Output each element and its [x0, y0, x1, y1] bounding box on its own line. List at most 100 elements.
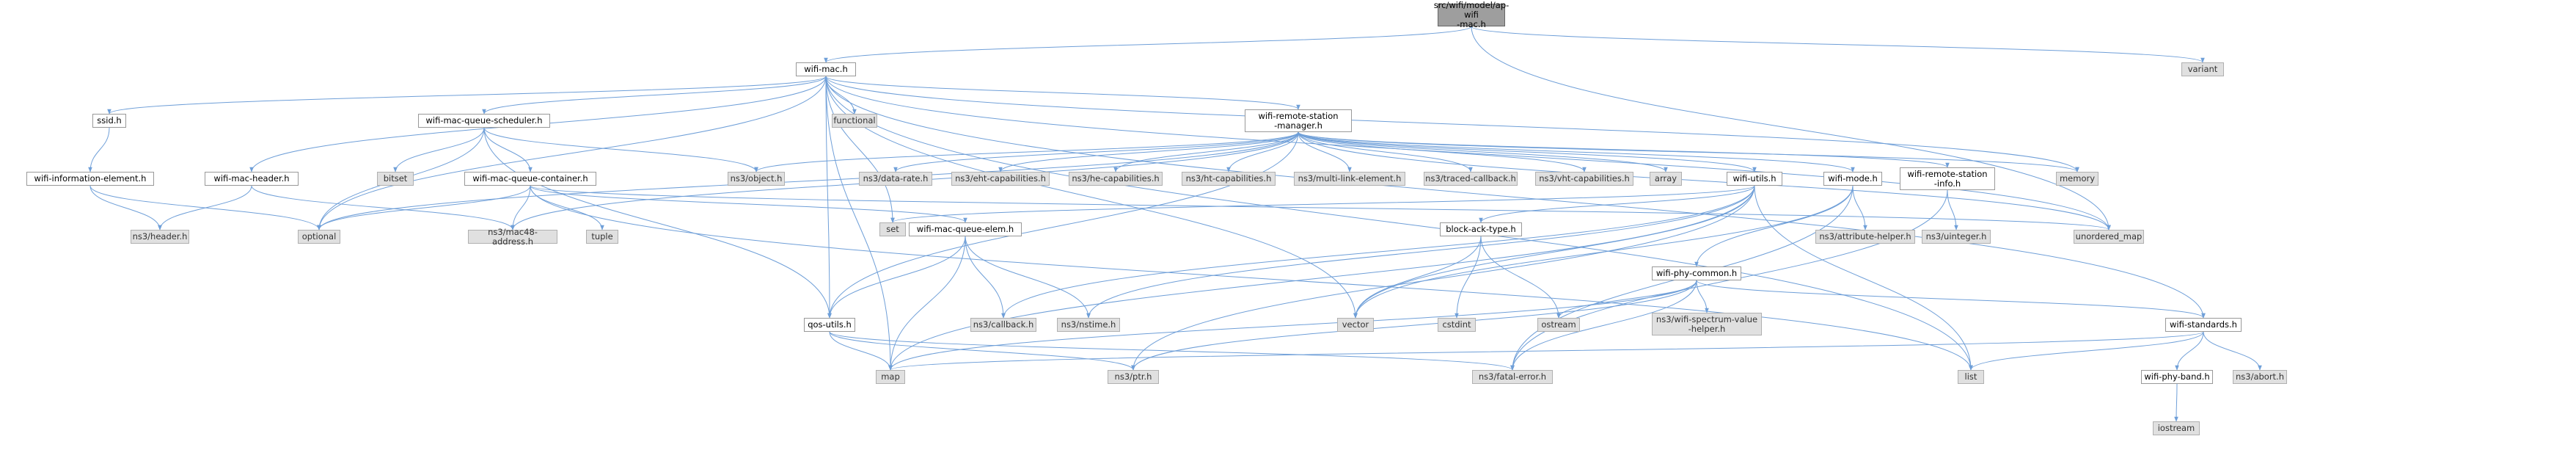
node-ns3-callback[interactable]: ns3/callback.h — [970, 318, 1036, 332]
node-variant[interactable]: variant — [2181, 62, 2224, 76]
node-qos-utils[interactable]: qos-utils.h — [804, 318, 855, 332]
node-iostream[interactable]: iostream — [2153, 421, 2200, 435]
edge-wifi-mac-queue-elem-to-qos-utils — [827, 236, 966, 319]
edge-wifi-standards-to-ns3-abort — [2203, 331, 2262, 371]
edge-wifi-remote-station-manager-to-wifi-utils — [1298, 131, 1757, 173]
edge-wifi-utils-to-ns3-ptr — [1131, 185, 1755, 371]
edge-wifi-remote-station-manager-to-ns3-vht-capabilities — [1298, 131, 1587, 173]
node-ns3-data-rate[interactable]: ns3/data-rate.h — [859, 172, 932, 186]
edge-wifi-remote-station-manager-to-unordered-map — [1298, 131, 2111, 231]
node-block-ack-type[interactable]: block-ack-type.h — [1440, 222, 1522, 236]
node-ns3-vht-capabilities[interactable]: ns3/vht-capabilities.h — [1535, 172, 1633, 186]
node-list[interactable]: list — [1958, 370, 1984, 384]
edge-wifi-phy-band-to-iostream — [2174, 383, 2178, 422]
edge-qos-utils-to-ns3-fatal-error — [829, 331, 1515, 371]
node-ns3-multi-link-element[interactable]: ns3/multi-link-element.h — [1294, 172, 1405, 186]
node-wifi-information-element[interactable]: wifi-information-element.h — [26, 172, 154, 186]
edge-wifi-mac-queue-scheduler-to-wifi-mac-queue-container — [483, 127, 533, 173]
node-array[interactable]: array — [1650, 172, 1682, 186]
edge-wifi-remote-station-manager-to-ns3-multi-link-element — [1298, 131, 1352, 173]
node-ns3-abort[interactable]: ns3/abort.h — [2233, 370, 2287, 384]
edge-wifi-mac-to-map — [825, 76, 893, 371]
edge-wifi-remote-station-manager-to-ns3-he-capabilities — [1113, 131, 1299, 173]
edge-wifi-utils-to-ns3-callback — [1001, 185, 1755, 319]
node-ns3-header[interactable]: ns3/header.h — [131, 230, 189, 244]
node-wifi-remote-station-manager[interactable]: wifi-remote-station -manager.h — [1245, 109, 1352, 132]
node-ns3-traced-callback[interactable]: ns3/traced-callback.h — [1424, 172, 1518, 186]
node-ns3-object[interactable]: ns3/object.h — [728, 172, 785, 186]
node-cstdint[interactable]: cstdint — [1438, 318, 1476, 332]
edge-wifi-mac-queue-container-to-list — [530, 185, 1973, 371]
edge-wifi-mac-to-wifi-standards — [825, 76, 2206, 319]
node-functional[interactable]: functional — [832, 114, 877, 128]
edge-wifi-remote-station-manager-to-qos-utils — [827, 131, 1299, 319]
node-ssid[interactable]: ssid.h — [92, 114, 126, 128]
edge-wifi-remote-station-manager-to-ns3-eht-capabilities — [998, 131, 1299, 173]
node-root-file[interactable]: src/wifi/model/ap-wifi -mac.h — [1433, 0, 1510, 29]
dependency-edges — [88, 26, 2262, 422]
node-wifi-phy-band[interactable]: wifi-phy-band.h — [2141, 370, 2213, 384]
node-wifi-utils[interactable]: wifi-utils.h — [1727, 172, 1782, 186]
edge-wifi-mode-to-wifi-phy-common — [1694, 185, 1854, 267]
edge-wifi-utils-to-list — [1754, 185, 1973, 371]
node-ns3-ptr[interactable]: ns3/ptr.h — [1108, 370, 1159, 384]
edge-wifi-mac-to-wifi-mac-queue-scheduler — [482, 76, 827, 115]
node-ns3-nstime[interactable]: ns3/nstime.h — [1057, 318, 1120, 332]
node-wifi-mac-queue-container[interactable]: wifi-mac-queue-container.h — [464, 172, 596, 186]
edge-wifi-utils-to-ns3-nstime — [1086, 185, 1755, 319]
edge-wifi-utils-to-set — [890, 185, 1755, 223]
edge-wifi-phy-common-to-map — [888, 280, 1697, 371]
node-wifi-mac[interactable]: wifi-mac.h — [796, 62, 856, 76]
edge-wifi-phy-common-to-ns3-fatal-error — [1510, 280, 1697, 371]
edge-wifi-remote-station-manager-to-optional — [317, 131, 1299, 231]
node-ns3-eht-capabilities[interactable]: ns3/eht-capabilities.h — [951, 172, 1050, 186]
node-optional[interactable]: optional — [298, 230, 340, 244]
edge-wifi-remote-station-manager-to-ns3-traced-callback — [1298, 131, 1473, 173]
edge-wifi-mac-queue-container-to-ns3-mac48-address — [511, 185, 531, 231]
node-unordered-map[interactable]: unordered_map — [2074, 230, 2144, 244]
edge-wifi-standards-to-map — [888, 331, 2204, 371]
edge-wifi-remote-station-manager-to-ns3-data-rate — [893, 131, 1299, 173]
edge-wifi-mac-header-to-ns3-header — [158, 185, 252, 231]
edge-wifi-utils-to-map — [888, 185, 1755, 371]
edge-qos-utils-to-map — [829, 331, 893, 371]
edge-wifi-mac-queue-elem-to-map — [888, 236, 966, 371]
node-ns3-mac48-address[interactable]: ns3/mac48-address.h — [468, 227, 557, 246]
edge-block-ack-type-to-cstdint — [1455, 236, 1482, 319]
node-wifi-mac-header[interactable]: wifi-mac-header.h — [205, 172, 299, 186]
node-ns3-attribute-helper[interactable]: ns3/attribute-helper.h — [1815, 230, 1915, 244]
edge-wifi-remote-station-info-to-ns3-uinteger — [1947, 189, 1958, 231]
edge-wifi-mac-queue-elem-to-ns3-callback — [965, 236, 1006, 319]
node-set[interactable]: set — [879, 222, 906, 236]
node-tuple[interactable]: tuple — [586, 230, 618, 244]
node-ns3-ht-capabilities[interactable]: ns3/ht-capabilities.h — [1182, 172, 1276, 186]
node-ns3-wifi-spectrum-value-helper[interactable]: ns3/wifi-spectrum-value -helper.h — [1652, 313, 1762, 335]
node-wifi-phy-common[interactable]: wifi-phy-common.h — [1652, 266, 1741, 280]
node-wifi-standards[interactable]: wifi-standards.h — [2165, 318, 2242, 332]
edge-wifi-mac-header-to-ns3-mac48-address — [251, 185, 515, 231]
node-wifi-mode[interactable]: wifi-mode.h — [1823, 172, 1882, 186]
node-ns3-uinteger[interactable]: ns3/uinteger.h — [1922, 230, 1991, 244]
node-wifi-mac-queue-scheduler[interactable]: wifi-mac-queue-scheduler.h — [418, 114, 550, 128]
node-ns3-he-capabilities[interactable]: ns3/he-capabilities.h — [1069, 172, 1163, 186]
node-bitset[interactable]: bitset — [377, 172, 414, 186]
edge-wifi-mac-to-ssid — [107, 76, 827, 115]
edge-wifi-mac-queue-container-to-unordered-map — [530, 185, 2111, 231]
node-ns3-fatal-error[interactable]: ns3/fatal-error.h — [1472, 370, 1553, 384]
node-memory[interactable]: memory — [2056, 172, 2099, 186]
edge-wifi-mac-queue-scheduler-to-ns3-object — [483, 127, 758, 173]
edge-block-ack-type-to-ostream — [1480, 236, 1561, 319]
node-vector[interactable]: vector — [1337, 318, 1374, 332]
edge-wifi-mode-to-vector — [1353, 185, 1854, 319]
edge-wifi-information-element-to-ns3-header — [89, 185, 162, 231]
node-wifi-mac-queue-elem[interactable]: wifi-mac-queue-elem.h — [909, 222, 1022, 236]
edge-root-file-to-variant — [1471, 26, 2205, 63]
edge-wifi-standards-to-wifi-phy-band — [2175, 331, 2204, 371]
edge-wifi-phy-common-to-ns3-wifi-spectrum-value-helper — [1696, 280, 1709, 313]
edge-wifi-mac-queue-container-to-optional — [317, 185, 531, 231]
node-ostream[interactable]: ostream — [1537, 318, 1580, 332]
node-wifi-remote-station-info[interactable]: wifi-remote-station -info.h — [1900, 167, 1995, 190]
node-map[interactable]: map — [876, 370, 905, 384]
edge-wifi-mac-to-unordered-map — [825, 76, 2111, 231]
